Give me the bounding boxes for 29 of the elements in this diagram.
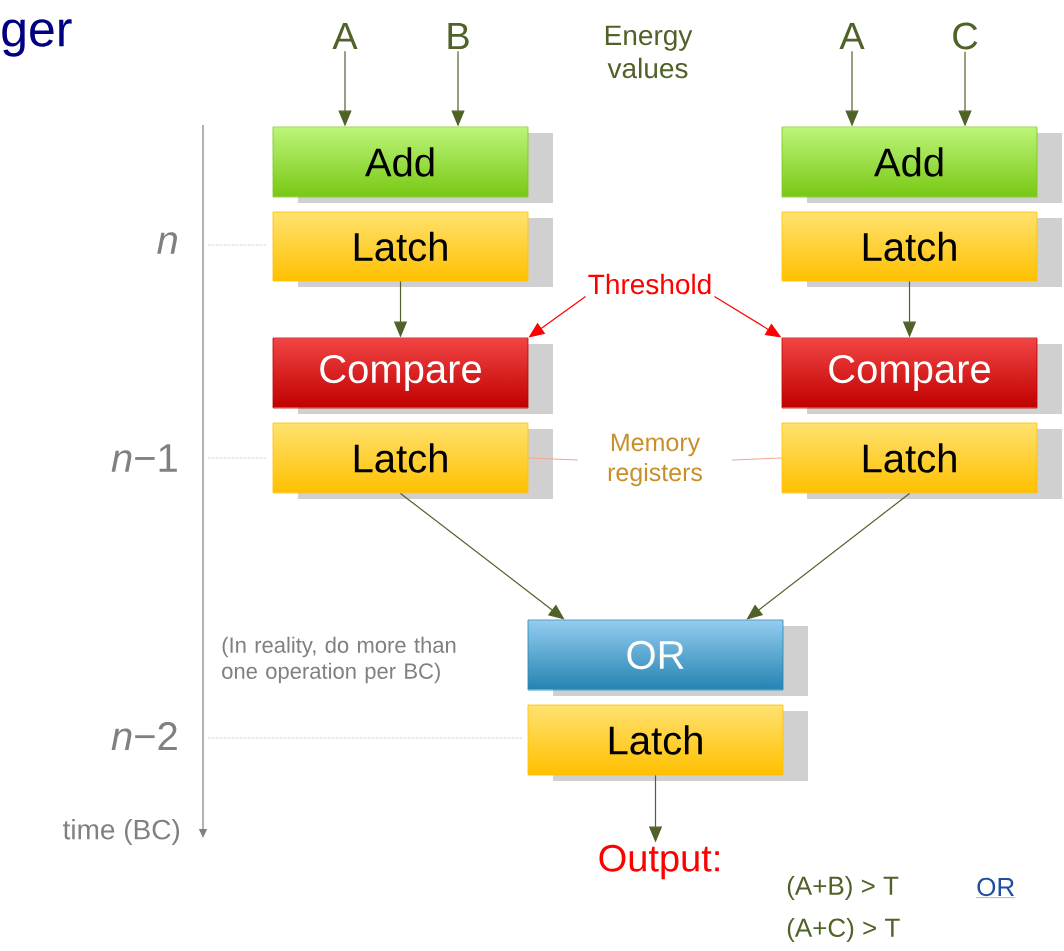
memory-registers-label: Memory registers	[608, 433, 702, 487]
condition-text: (A+C) > T	[787, 917, 900, 943]
time-step-label: n	[157, 232, 177, 254]
time-step-label: n−1	[111, 444, 177, 472]
latch-box: Latch	[272, 211, 553, 287]
leader-line	[527, 457, 579, 461]
caption-text: Energy values	[605, 25, 693, 79]
input-letter: A	[332, 22, 358, 50]
compare-box: Compare	[272, 337, 553, 414]
input-letter: B	[448, 22, 469, 50]
latch-box: Latch	[527, 704, 808, 781]
threshold-label: Threshold	[588, 273, 711, 295]
or-box: OR	[527, 619, 808, 696]
time-step-label: n−2	[111, 722, 177, 750]
compare-box: Compare	[781, 337, 1062, 414]
add-box: Add	[781, 126, 1062, 203]
input-letter: C	[953, 22, 978, 50]
title: ger	[2, 19, 72, 57]
leader-line	[731, 457, 783, 461]
output-label: Output:	[599, 844, 719, 880]
note-text: (In reality, do more than one operation per BC)	[222, 636, 456, 684]
latch-box: Latch	[781, 211, 1062, 287]
add-box: Add	[272, 126, 553, 203]
latch-box: Latch	[781, 422, 1062, 499]
latch-box: Latch	[272, 422, 553, 499]
condition-text: (A+B) > T	[787, 875, 899, 901]
link-text: OR	[976, 877, 1016, 898]
axis-label: time (BC)	[63, 819, 180, 846]
input-letter: A	[839, 22, 865, 50]
